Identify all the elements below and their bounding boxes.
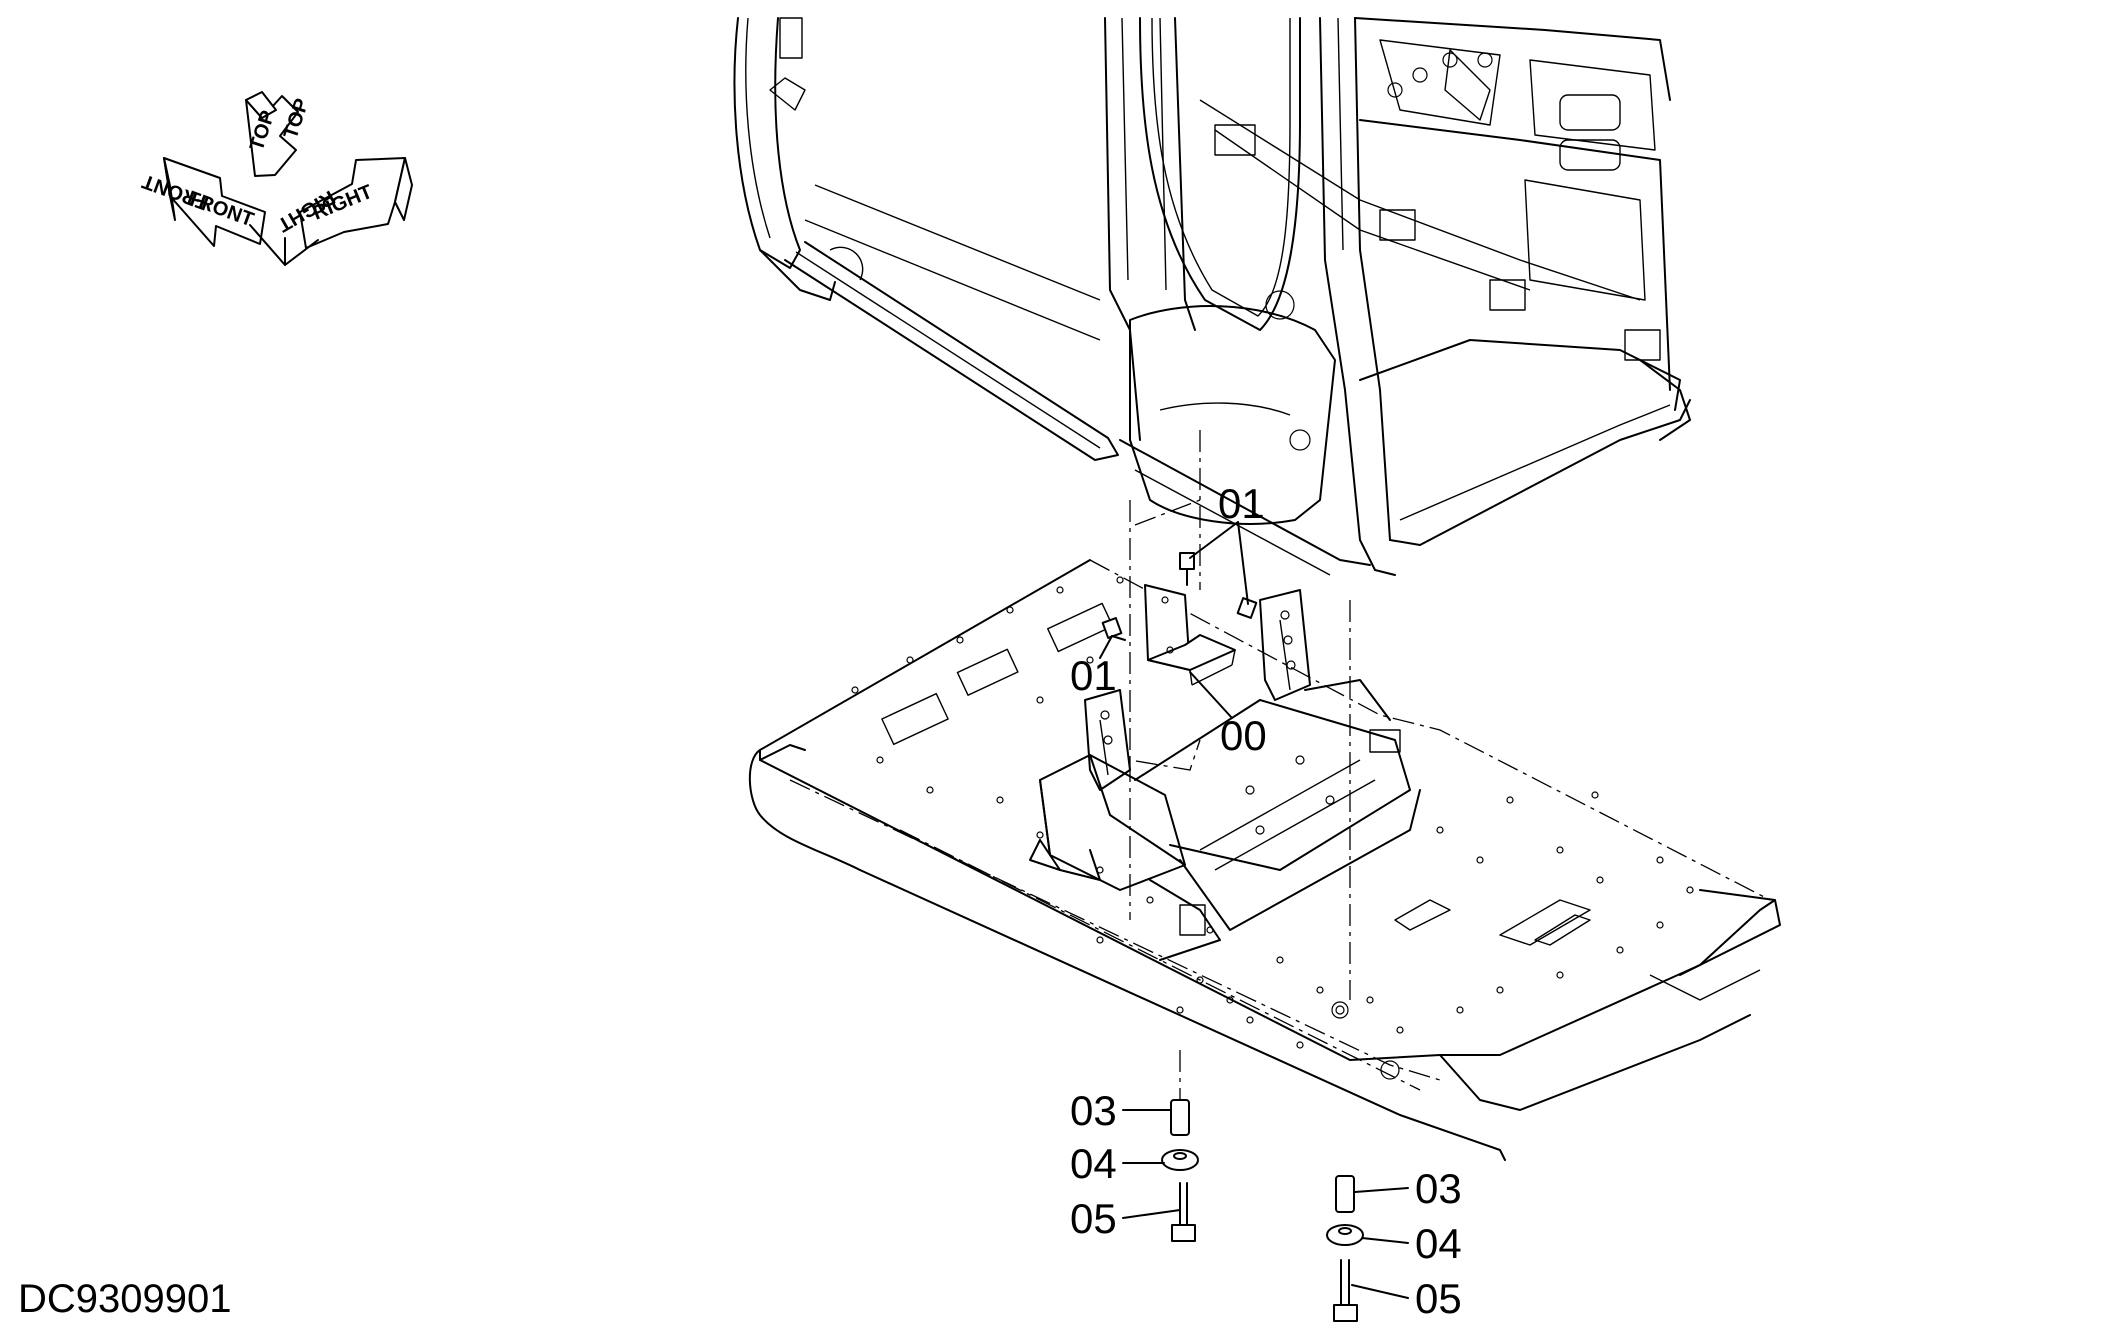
callout-03-right: 03 (1415, 1165, 1462, 1212)
fastener-stack-right (1326, 1175, 1364, 1322)
bracket-part-00 (1144, 584, 1236, 686)
callout-05-right: 05 (1415, 1275, 1462, 1322)
bolt-05-right-head (1333, 1304, 1358, 1322)
callout-labels: 01 01 00 03 04 05 03 04 05 (1070, 480, 1462, 1322)
orientation-arrows-icon: FRONT RIGHT TOP FRONT RIGHT TOP (139, 91, 413, 266)
plate-holes (851, 576, 1694, 1049)
callout-01-lower: 01 (1070, 652, 1117, 699)
cab-frame (733, 17, 1691, 576)
callout-00: 00 (1220, 712, 1267, 759)
callout-04-right: 04 (1415, 1220, 1462, 1267)
callout-04-left: 04 (1070, 1140, 1117, 1187)
callout-01-upper: 01 (1218, 480, 1265, 527)
callout-05-left: 05 (1070, 1195, 1117, 1242)
bolt-05-left-head (1171, 1224, 1196, 1242)
leader-lines (1099, 521, 1409, 1299)
floor-plate (748, 559, 1781, 1161)
assembly-centerlines (1129, 430, 1351, 1190)
spacer-03-left (1170, 1099, 1190, 1136)
seat-stand (1029, 589, 1421, 961)
drawing-number: DC9309901 (18, 1277, 232, 1321)
fastener-stack-left (1161, 1099, 1199, 1242)
spacer-03-right (1335, 1175, 1355, 1213)
callout-03-left: 03 (1070, 1087, 1117, 1134)
